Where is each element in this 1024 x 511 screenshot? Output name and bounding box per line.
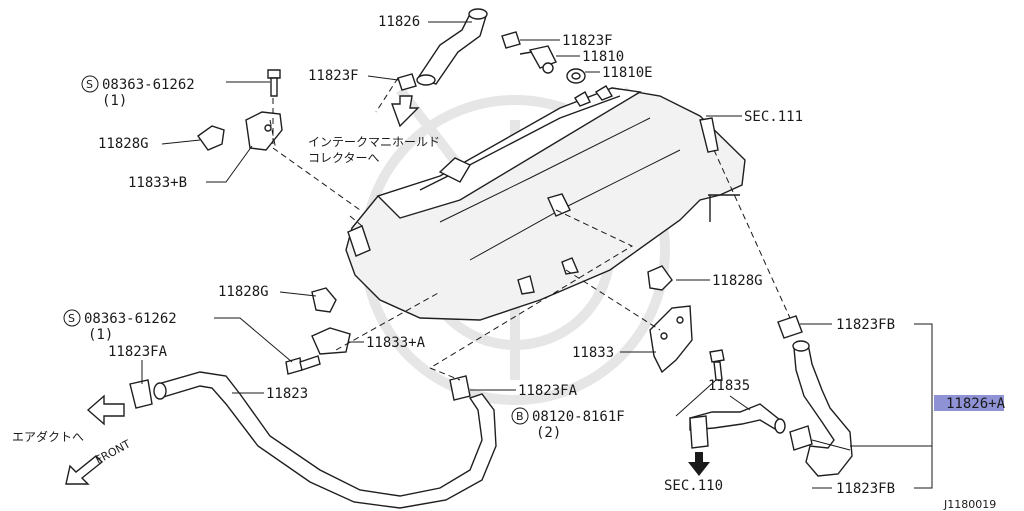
label-11810: 11810 — [582, 49, 624, 65]
label-11828G-mid: 11828G — [218, 284, 269, 300]
clip-11828G-mid — [311, 287, 337, 313]
label-11833: 11833 — [572, 345, 614, 361]
clip-11828G-right — [647, 265, 673, 291]
leader-lines — [141, 21, 933, 489]
label-jp-collector: コレクターへ — [308, 151, 380, 165]
hose-11826-top — [416, 8, 488, 86]
symbol-s-mid: S — [63, 309, 81, 327]
arrow-to-sec110-icon — [688, 452, 710, 476]
label-11823FA-left: 11823FA — [108, 344, 168, 360]
pcv-valve-11810 — [519, 45, 557, 74]
clip-11828G-top — [197, 125, 225, 151]
label-11833A: 11833+A — [366, 335, 426, 351]
clamp-11823F-top — [501, 31, 521, 49]
label-bolt-mid-qty: (1) — [88, 327, 113, 343]
label-jp-airduct: エアダクトへ — [12, 429, 84, 444]
label-bolt-mid: 08363-61262 — [84, 311, 177, 327]
arrow-to-airduct-icon — [86, 394, 125, 426]
bolt-mid-left — [285, 355, 321, 375]
label-11833B: 11833+B — [128, 175, 187, 191]
bolt-top-left — [267, 69, 281, 97]
clamp-11823FA-mid — [449, 375, 471, 401]
label-11835: 11835 — [708, 378, 750, 394]
label-bolt-b-qty: (2) — [536, 425, 561, 441]
label-11828G-top: 11828G — [98, 136, 149, 152]
label-bolt-b: 08120-8161F — [532, 409, 625, 425]
clamp-11823FB-bottom — [789, 425, 813, 451]
dashed-connections — [269, 77, 791, 381]
hose-11823 — [153, 371, 497, 509]
clamp-11823F-mid — [397, 73, 417, 91]
hose-11835 — [689, 403, 786, 449]
label-11823F-mid: 11823F — [308, 68, 359, 84]
front-arrow-icon — [65, 455, 104, 485]
label-jp-intake: インテークマニホールド — [308, 135, 440, 149]
bolt-08120 — [709, 349, 725, 381]
clamp-11823FA-left — [129, 379, 153, 409]
label-11823FA-mid: 11823FA — [518, 383, 578, 399]
clamp-11823FB-top — [777, 315, 803, 339]
symbol-s-text-top: S — [86, 78, 93, 91]
label-11826-top: 11826 — [378, 14, 420, 30]
label-11823FB-top: 11823FB — [836, 317, 895, 333]
label-11823: 11823 — [266, 386, 308, 402]
part-labels: 11826 11823F 11810 11810E 11823F 08363-6… — [12, 14, 1006, 511]
arrow-to-intake-icon — [391, 95, 420, 128]
label-11828G-right: 11828G — [712, 273, 763, 289]
symbol-b-text: B — [516, 410, 524, 423]
label-bolt-top: 08363-61262 — [102, 77, 195, 93]
label-bolt-top-qty: (1) — [102, 93, 127, 109]
hose-11826A — [792, 340, 853, 477]
symbol-b: B — [511, 407, 529, 425]
label-sec110: SEC.110 — [664, 478, 723, 494]
label-sec111: SEC.111 — [744, 109, 803, 125]
label-11826A: 11826+A — [946, 396, 1006, 412]
bracket-11833 — [649, 305, 693, 374]
grommet-11810E — [566, 68, 586, 84]
symbol-s-top: S — [81, 75, 99, 93]
label-diagram-code: J1180019 — [943, 498, 996, 511]
rocker-cover-assembly — [345, 85, 746, 321]
label-front: FRONT — [93, 437, 133, 466]
highlight-11826A — [934, 395, 1004, 411]
label-11823FB-bottom: 11823FB — [836, 481, 895, 497]
label-11823F-top: 11823F — [562, 33, 613, 49]
label-11810E: 11810E — [602, 65, 653, 81]
symbol-s-text-mid: S — [68, 312, 75, 325]
bracket-11833B — [245, 111, 283, 151]
bracket-11833A — [311, 327, 351, 355]
